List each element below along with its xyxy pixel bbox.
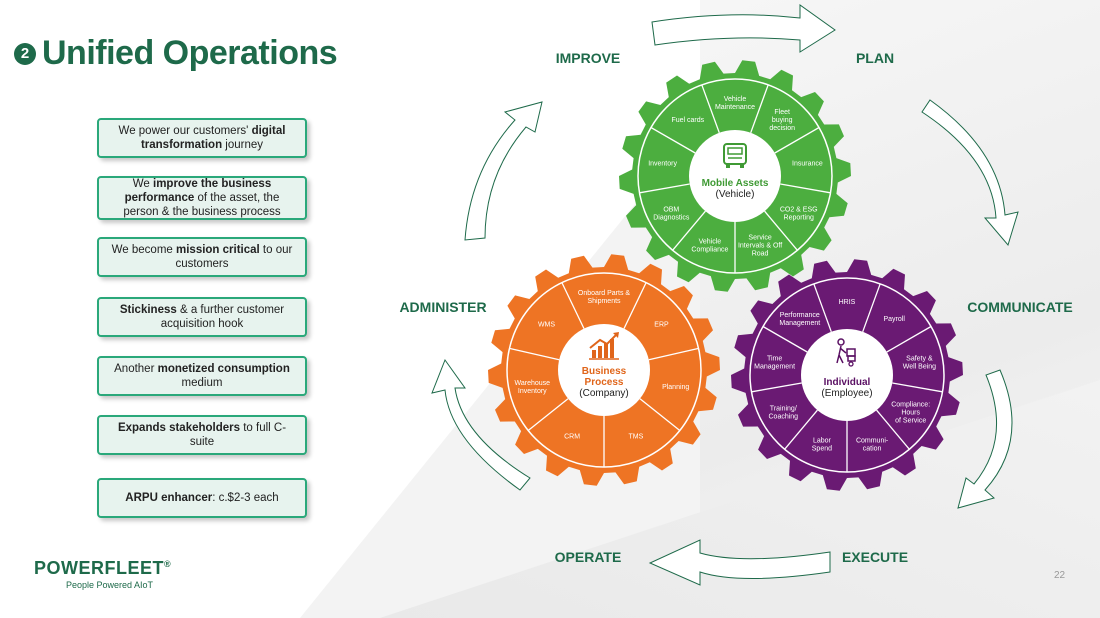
gear-segment-label: Payroll [883, 316, 905, 323]
stage-label-administer: ADMINISTER [399, 299, 486, 315]
gear-center-title: Individual [824, 377, 871, 388]
cycle-arrows [431, 4, 1019, 586]
segment-divider [892, 382, 943, 393]
segment-divider [762, 325, 808, 353]
benefit-text: Expands stakeholders to full C-suite [117, 422, 287, 448]
stage-label-improve: IMPROVE [556, 50, 621, 66]
segment-divider [876, 409, 910, 450]
gear-segment-label: Insurance [792, 161, 823, 168]
stage-label-execute: EXECUTE [842, 549, 908, 565]
segment-divider [886, 325, 932, 353]
gear-center-subtitle: (Company) [579, 388, 628, 399]
benefit-box: We power our customers' digital transfor… [97, 118, 307, 158]
benefit-box: Another monetized consumption medium [97, 356, 307, 396]
segment-divider [750, 84, 769, 134]
benefit-box: ARPU enhancer: c.$2-3 each [97, 478, 307, 518]
gear-center [689, 130, 781, 222]
gear-segment-label: ERP [654, 322, 669, 329]
logo-text: POWERFLEET [34, 558, 164, 578]
stage-label-communicate: COMMUNICATE [967, 299, 1073, 315]
stage-label-plan: PLAN [856, 50, 894, 66]
segment-divider [639, 398, 681, 432]
cycle-arrow-icon [431, 358, 531, 491]
segment-divider [764, 210, 798, 251]
segment-divider [701, 84, 720, 134]
gear-segment-label: Training/Coaching [769, 405, 799, 420]
segment-divider [813, 283, 832, 333]
segment-divider [639, 183, 690, 194]
gear-center [558, 324, 650, 416]
gear-segment-label: HRIS [839, 299, 856, 306]
segment-divider [780, 183, 831, 194]
segment-divider [648, 347, 699, 361]
benefit-text: ARPU enhancer: c.$2-3 each [125, 492, 279, 504]
gear-segment-label: Inventory [648, 161, 677, 168]
registered-mark: ® [164, 559, 172, 569]
gear-segment-label: TMS [629, 434, 644, 441]
stage-label-operate: OPERATE [555, 549, 622, 565]
benefit-text: We improve the business performance of t… [123, 178, 281, 218]
benefit-box: We improve the business performance of t… [97, 176, 307, 220]
segment-divider [509, 347, 560, 361]
page-number: 22 [1054, 570, 1066, 581]
page-title: Unified Operations [42, 34, 338, 72]
cycle-arrow-icon [651, 4, 836, 53]
cycle-arrow-icon [957, 369, 1013, 509]
segment-divider [751, 382, 802, 393]
segment-divider [774, 126, 820, 154]
segment-divider [784, 409, 818, 450]
segment-divider [561, 282, 585, 329]
powerfleet-logo: POWERFLEET® [34, 558, 171, 579]
benefit-box: We become mission critical to our custom… [97, 237, 307, 277]
benefit-text: We become mission critical to our custom… [111, 244, 293, 270]
gear-center [801, 329, 893, 421]
gear-segment-label: Communi-cation [856, 438, 889, 453]
segment-divider [672, 210, 706, 251]
truck-icon [723, 143, 747, 168]
benefit-text: Stickiness & a further customer acquisit… [119, 304, 285, 330]
cycle-arrow-icon [648, 539, 831, 586]
gear-segment-label: Safety &Well Being [903, 356, 936, 371]
benefit-text: Another monetized consumption medium [114, 363, 290, 389]
section-number-badge: 2 [14, 42, 36, 65]
gear-center-subtitle: (Vehicle) [716, 189, 755, 200]
benefit-text: We power our customers' digital transfor… [118, 125, 286, 151]
segment-divider [623, 282, 647, 329]
slide-title: 2 Unified Operations [14, 34, 338, 73]
cycle-arrow-icon [464, 101, 543, 241]
benefit-box: Stickiness & a further customer acquisit… [97, 297, 307, 337]
logo-tagline: People Powered AIoT [66, 580, 154, 590]
segment-divider [650, 126, 696, 154]
gear-segment-label: Fuel cards [671, 117, 704, 124]
gear-segment-label: Planning [662, 384, 689, 391]
segment-divider [527, 398, 569, 432]
gear-segment-label: CRM [564, 434, 580, 441]
gear-center-title: Mobile Assets [702, 178, 769, 189]
gear-segment-label: Onboard Parts &Shipments [578, 290, 630, 305]
worker-dolly-icon [836, 338, 856, 367]
segment-divider [862, 283, 881, 333]
growth-chart-icon [589, 332, 619, 360]
cycle-arrow-icon [921, 99, 1019, 247]
gear-center-subtitle: (Employee) [821, 388, 872, 399]
benefit-box: Expands stakeholders to full C-suite [97, 415, 307, 455]
gear-segment-label: WMS [538, 322, 555, 329]
